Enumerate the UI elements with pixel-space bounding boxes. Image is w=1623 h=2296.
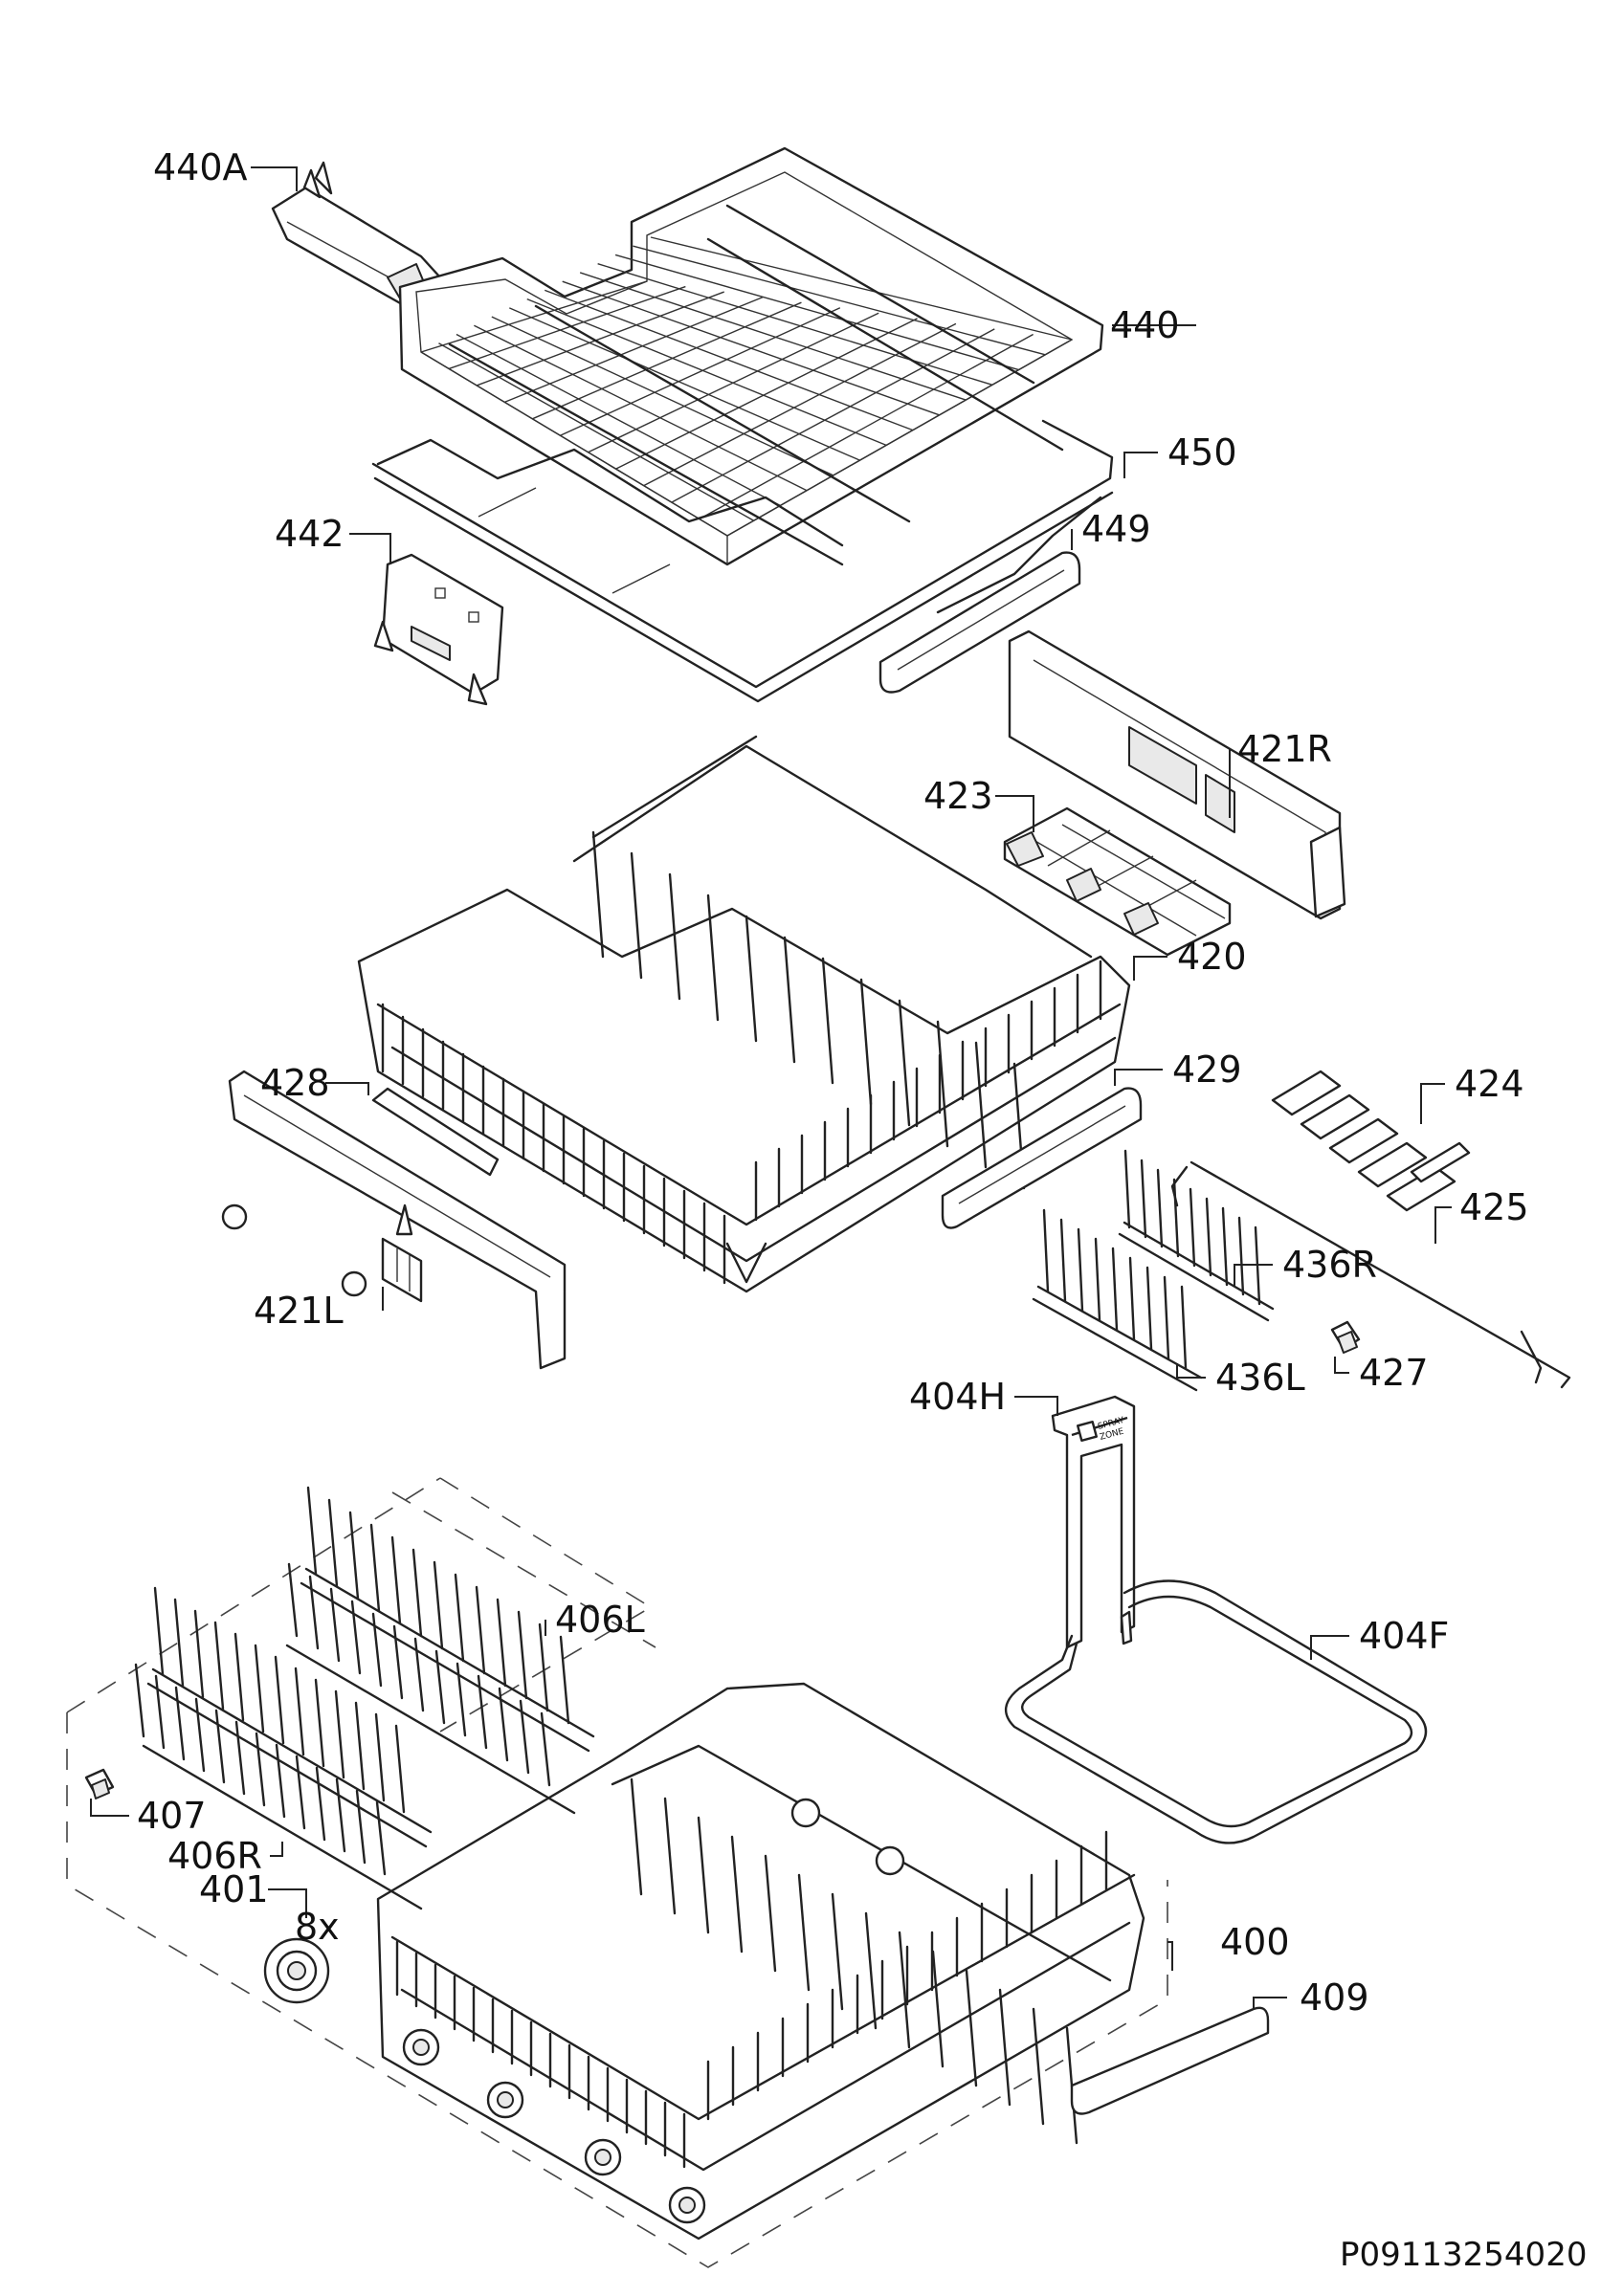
callout-401: 401 [199, 1868, 269, 1910]
part-449-cover-strip [878, 551, 1081, 694]
callout-420: 420 [1177, 936, 1247, 978]
callout-442: 442 [275, 513, 345, 555]
callout-404F: 404F [1359, 1615, 1449, 1657]
callout-425: 425 [1459, 1186, 1529, 1228]
callout-404H: 404H [909, 1376, 1006, 1418]
document-code: P09113254020 [1340, 2236, 1587, 2274]
callout-429: 429 [1172, 1049, 1242, 1091]
callout-436L: 436L [1215, 1357, 1305, 1399]
part-436L-tine-rack [1032, 1208, 1203, 1392]
part-400-lower-basket [376, 1682, 1145, 2241]
lower-basket-group-outline [66, 1477, 1168, 2268]
part-406R-tine-rack [134, 1586, 433, 1910]
part-421R-right-rail [1008, 629, 1346, 920]
part-423-small-rack [1003, 806, 1232, 957]
callout-450: 450 [1167, 431, 1237, 474]
tines-406R [134, 1586, 406, 1876]
part-420-upper-basket [357, 735, 1131, 1293]
callout-436R: 436R [1282, 1244, 1377, 1286]
basket-verticals [381, 830, 1102, 1285]
callout-406R: 406R [167, 1835, 262, 1877]
part-428-bar [371, 1087, 500, 1177]
callout-409: 409 [1300, 1976, 1369, 2019]
leader-lines [90, 166, 1452, 2009]
part-401-wheel [263, 1937, 330, 2004]
callout-421R: 421R [1237, 728, 1332, 770]
tines-406L [287, 1486, 570, 1787]
part-436R-tine-rack [1118, 1149, 1275, 1322]
part-404F-frame [1005, 1579, 1428, 1844]
callout-423: 423 [923, 775, 993, 817]
part-409-cover-strip [1070, 2006, 1270, 2115]
callout-406L: 406L [555, 1599, 645, 1641]
part-440-cutlery-tray [398, 146, 1104, 566]
part-406L-tine-rack [285, 1486, 595, 1815]
part-421L-left-rail [221, 1070, 567, 1370]
part-407-clip [84, 1768, 115, 1799]
callout-428: 428 [260, 1062, 330, 1104]
callout-407: 407 [137, 1795, 207, 1837]
callout-400: 400 [1220, 1921, 1290, 1963]
callout-440A: 440A [153, 146, 248, 188]
part-424-clips [1271, 1070, 1471, 1212]
part-427-clip [1330, 1320, 1361, 1354]
tines-436R [1123, 1149, 1261, 1306]
part-429-cover-strip [941, 1087, 1143, 1229]
part-404H-handle: SPRAY ZONE [1051, 1395, 1136, 1649]
callout-401-quantity: 8x [295, 1906, 340, 1948]
tines-436L [1042, 1208, 1188, 1370]
callout-427: 427 [1359, 1352, 1429, 1394]
callout-424: 424 [1455, 1063, 1524, 1105]
callout-421L: 421L [254, 1290, 344, 1332]
callout-449: 449 [1081, 508, 1151, 550]
part-450-tray-frame [371, 419, 1114, 703]
part-442-bracket [373, 553, 504, 706]
lower-basket-verticals [395, 1777, 1108, 2169]
callout-440: 440 [1110, 304, 1180, 346]
